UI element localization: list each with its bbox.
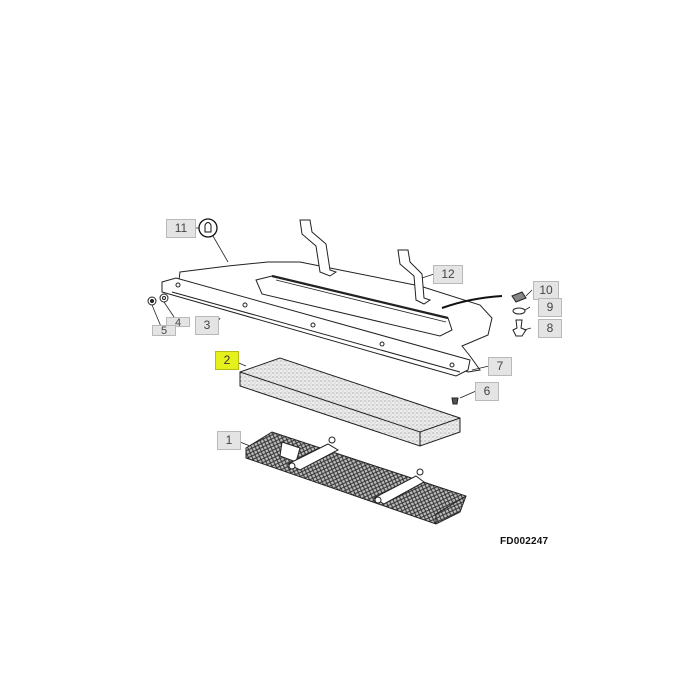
diagram-reference-code: FD002247 <box>500 536 549 547</box>
callout-6[interactable]: 6 <box>475 382 499 401</box>
callout-2-selected[interactable]: 2 <box>215 351 239 370</box>
cable-line <box>441 295 503 309</box>
callout-4[interactable]: 4 <box>166 317 190 329</box>
frame-rail-drawing <box>161 277 471 377</box>
callout-3[interactable]: 3 <box>195 316 219 335</box>
callout-12[interactable]: 12 <box>433 265 463 284</box>
callout-9[interactable]: 9 <box>538 298 562 317</box>
callout-8[interactable]: 8 <box>538 319 562 338</box>
filter-element-drawing <box>239 357 461 447</box>
callout-5[interactable]: 5 <box>152 325 176 337</box>
callout-11[interactable]: 11 <box>166 219 196 238</box>
callout-7[interactable]: 7 <box>488 357 512 376</box>
callout-1[interactable]: 1 <box>217 431 241 450</box>
filter-tray-drawing <box>245 431 467 525</box>
mounting-bracket-drawing <box>299 219 432 305</box>
